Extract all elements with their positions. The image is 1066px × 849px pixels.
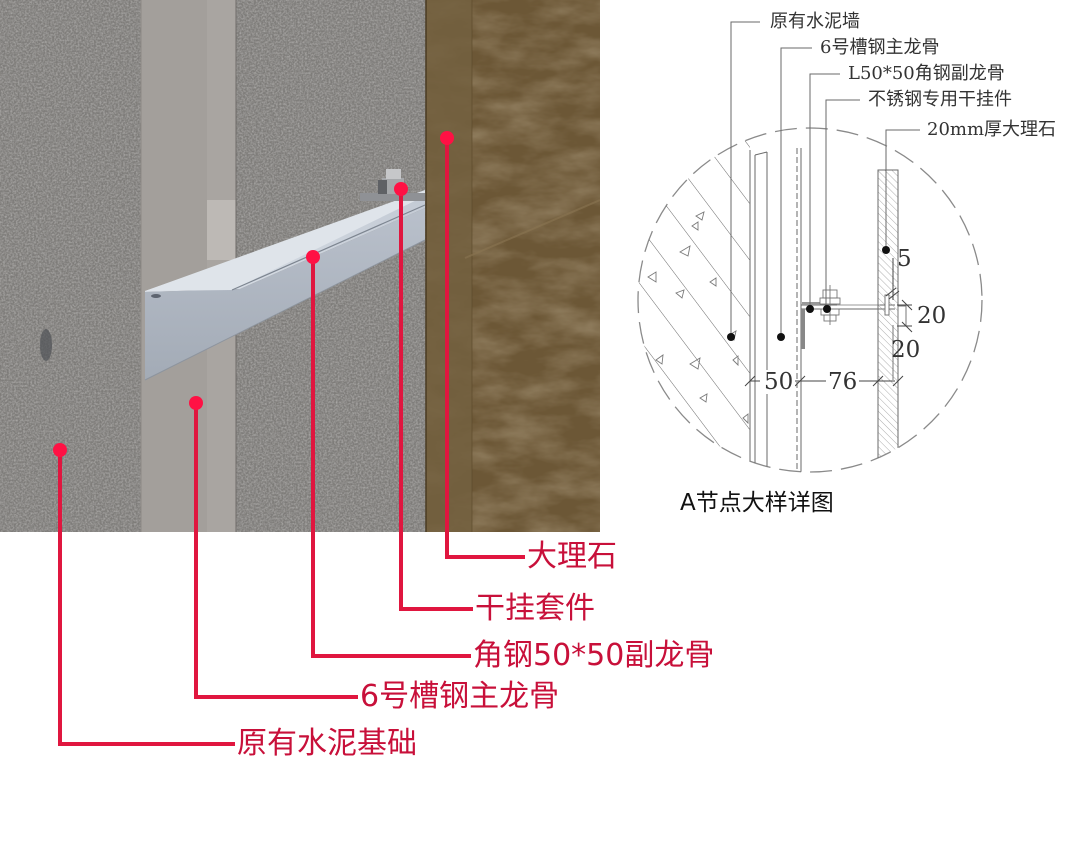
detail-leader-lines	[730, 21, 920, 337]
marble-slab-section	[877, 169, 907, 472]
callout-label-channel-steel: 6号槽钢主龙骨	[360, 679, 560, 714]
dim-channel-width: 50	[762, 369, 796, 395]
channel-steel-section	[754, 148, 802, 472]
dim-gap-to-stone: 76	[826, 369, 860, 395]
callout-label-angle-steel: 角钢50*50副龙骨	[473, 638, 715, 673]
detail-label-marble-20mm: 20mm厚大理石	[927, 119, 1057, 140]
dim-slot-depth: 20	[917, 303, 947, 329]
marble-slab	[425, 0, 600, 532]
detail-label-stainless-hanger: 不锈钢专用干挂件	[868, 89, 1012, 110]
dim-slot-offset: 5	[897, 246, 912, 272]
dimension-lines	[744, 258, 913, 387]
detail-title: A节点大样详图	[680, 490, 834, 516]
detail-label-angle-sub: L50*50角钢副龙骨	[848, 63, 1005, 84]
callout-label-marble: 大理石	[527, 539, 617, 574]
angle-steel-sub-keel	[144, 190, 426, 381]
detail-label-concrete-wall: 原有水泥墙	[770, 11, 860, 32]
installation-render	[0, 0, 600, 532]
dim-slot-height: 20	[891, 337, 921, 363]
detail-label-channel-main: 6号槽钢主龙骨	[820, 37, 940, 58]
bolt-section	[819, 285, 880, 325]
detail-leader-dots	[727, 246, 890, 341]
callout-label-hanger-kit: 干挂套件	[475, 591, 595, 626]
node-a-detail-drawing	[637, 21, 983, 473]
render-view	[0, 0, 600, 532]
callout-label-concrete-base: 原有水泥基础	[237, 726, 417, 761]
